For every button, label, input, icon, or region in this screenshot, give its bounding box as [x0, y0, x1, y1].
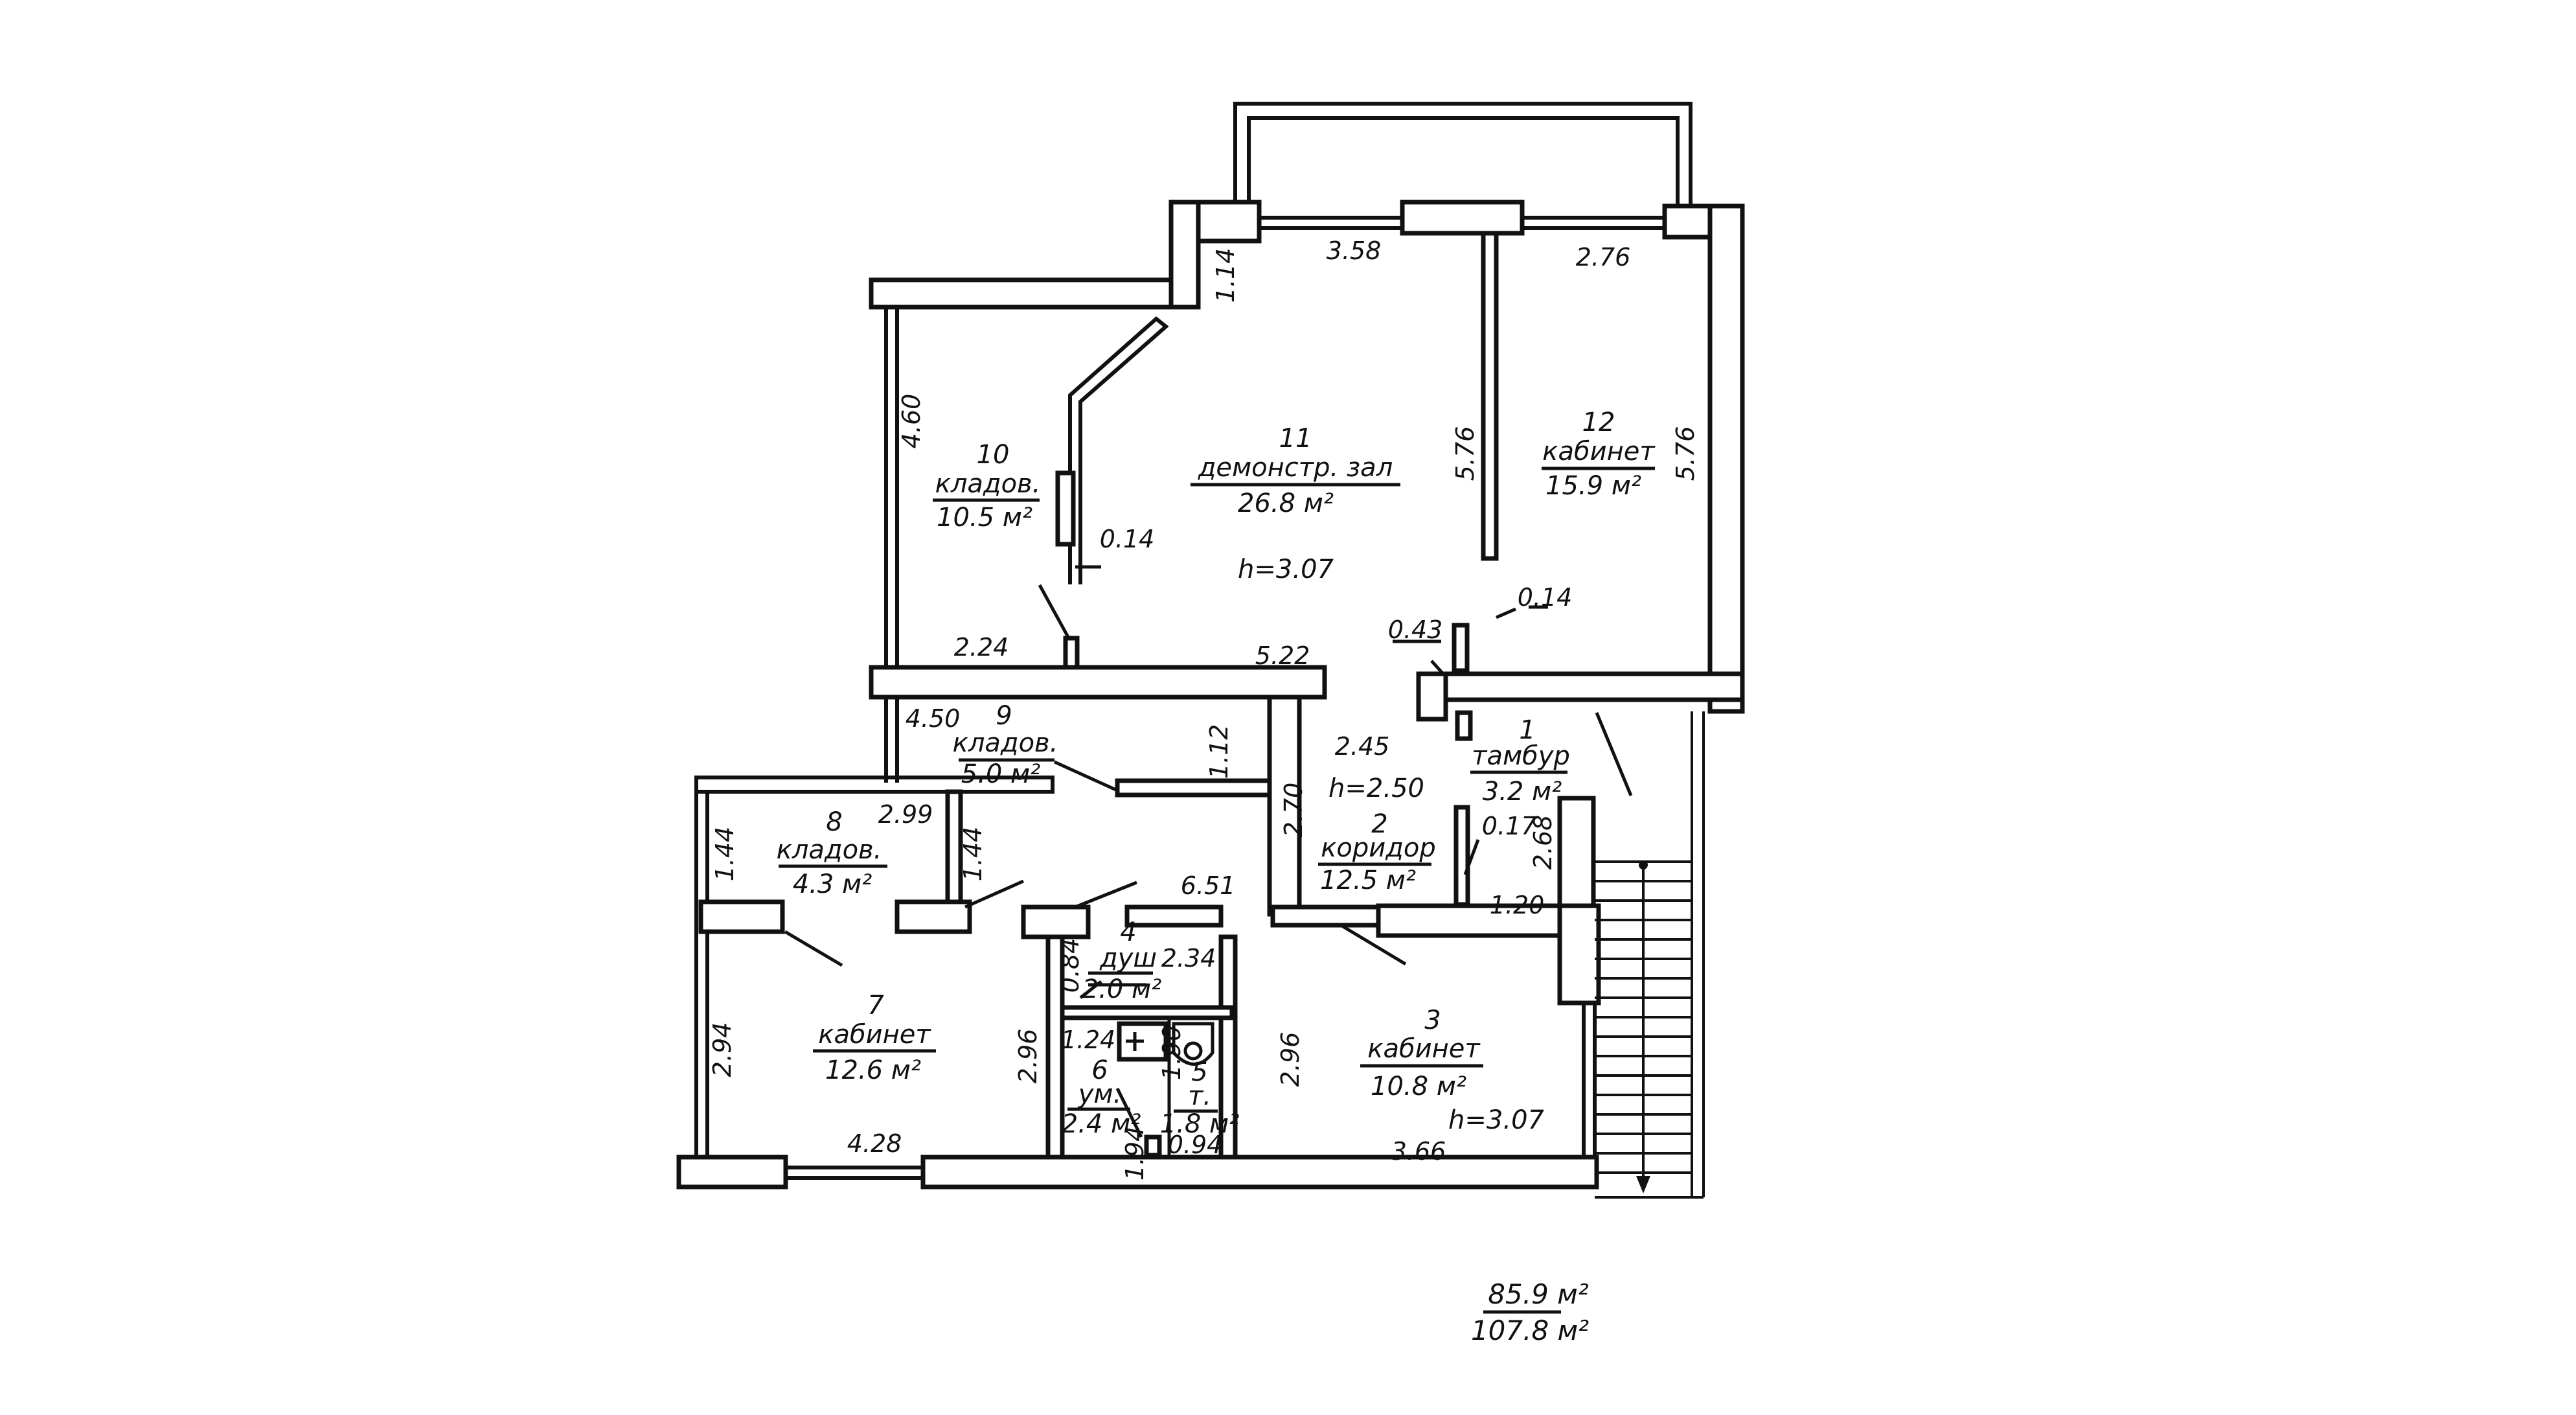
room-11-name: демонстр. зал — [1198, 453, 1393, 483]
dim-190: 1.90 — [1157, 1026, 1186, 1081]
room-9-area: 5.0 м² — [961, 759, 1041, 789]
room-6-area: 2.4 м² — [1062, 1109, 1141, 1139]
dim-358: 3.58 — [1327, 236, 1382, 265]
room-7-name: кабинет — [818, 1020, 931, 1050]
room-7-area: 12.6 м² — [825, 1055, 921, 1085]
dim-114: 1.14 — [1211, 248, 1240, 303]
staircase — [1595, 711, 1705, 1199]
dim-144a: 1.44 — [711, 827, 739, 882]
room-12-number: 12 — [1582, 408, 1615, 437]
dim-651: 6.51 — [1181, 871, 1236, 900]
dim-014a: 0.14 — [1100, 525, 1155, 553]
dim-017: 0.17 — [1482, 812, 1537, 840]
dim-245: 2.45 — [1335, 732, 1390, 761]
room-6-name: ум. — [1078, 1079, 1122, 1109]
room-6-number: 6 — [1091, 1055, 1108, 1085]
room-5-name: т. — [1188, 1081, 1211, 1111]
room-11-number: 11 — [1279, 424, 1312, 454]
dim-299: 2.99 — [878, 800, 933, 829]
dim-276: 2.76 — [1576, 243, 1631, 271]
dim-296a: 2.96 — [1014, 1029, 1042, 1084]
room-5-area: 1.8 м² — [1160, 1109, 1240, 1139]
dim-460: 4.60 — [897, 394, 926, 449]
dim-194: 1.94 — [1121, 1126, 1149, 1181]
dim-014b: 0.14 — [1518, 583, 1573, 612]
dim-043: 0.43 — [1388, 615, 1443, 644]
dim-576a: 5.76 — [1451, 426, 1479, 481]
room-3-height: h=3.07 — [1448, 1105, 1544, 1135]
room-1-area: 3.2 м² — [1483, 777, 1562, 807]
dim-522: 5.22 — [1255, 641, 1310, 670]
room-10-number: 10 — [977, 440, 1010, 470]
room-7-number: 7 — [867, 991, 884, 1020]
dim-224: 2.24 — [954, 633, 1009, 661]
room-10-area: 10.5 м² — [937, 503, 1032, 533]
room-8-area: 4.3 м² — [793, 869, 872, 899]
room-4-name: душ — [1099, 943, 1157, 973]
total-area: 107.8 м² — [1471, 1315, 1589, 1346]
dim-296b: 2.96 — [1276, 1032, 1305, 1087]
room-9-number: 9 — [996, 701, 1012, 731]
room-12-area: 15.9 м² — [1545, 471, 1641, 501]
room-12-name: кабинет — [1542, 437, 1656, 466]
dim-294: 2.94 — [708, 1022, 736, 1077]
room-labels: 11 демонстр. зал 26.8 м² h=3.07 12 кабин… — [777, 408, 1656, 1139]
area-totals: 85.9 м² 107.8 м² — [1471, 1278, 1589, 1346]
room-4-number: 4 — [1120, 917, 1136, 947]
room-2-name: коридор — [1321, 833, 1436, 863]
dim-144b: 1.44 — [959, 827, 987, 882]
room-2-number: 2 — [1371, 809, 1387, 839]
room-1-number: 1 — [1519, 715, 1535, 745]
dim-450: 4.50 — [906, 704, 961, 733]
room-10-name: кладов. — [935, 469, 1041, 499]
dim-428: 4.28 — [847, 1129, 902, 1158]
dim-120: 1.20 — [1490, 891, 1545, 919]
dim-094: 0.94 — [1168, 1131, 1223, 1159]
door-leaders — [784, 565, 1633, 1138]
dim-112: 1.12 — [1205, 724, 1233, 779]
room-8-name: кладов. — [777, 835, 882, 865]
room-4-area: 2.0 м² — [1082, 974, 1162, 1004]
room-5-number: 5 — [1191, 1057, 1207, 1087]
dim-576b: 5.76 — [1671, 426, 1700, 481]
room-8-number: 8 — [826, 807, 842, 837]
dim-124: 1.24 — [1061, 1026, 1116, 1054]
room-2-height: h=2.50 — [1328, 774, 1424, 803]
room-9-name: кладов. — [953, 728, 1058, 758]
room-2-area: 12.5 м² — [1320, 866, 1416, 895]
dim-234: 2.34 — [1161, 944, 1216, 972]
room-11-height: h=3.07 — [1238, 555, 1334, 584]
dim-366: 3.66 — [1391, 1137, 1446, 1166]
dim-270: 2.70 — [1279, 783, 1308, 838]
room-11-area: 26.8 м² — [1238, 489, 1334, 518]
dimensions: 3.58 2.76 1.14 4.60 5.76 5.76 0.14 0.14 … — [708, 236, 1700, 1180]
room-3-number: 3 — [1424, 1006, 1441, 1035]
dim-268: 2.68 — [1529, 815, 1557, 870]
room-3-name: кабинет — [1367, 1034, 1481, 1064]
dim-084: 0.84 — [1056, 938, 1084, 993]
room-1-name: тамбур — [1472, 741, 1570, 771]
total-living-area: 85.9 м² — [1488, 1278, 1589, 1310]
room-3-area: 10.8 м² — [1371, 1072, 1466, 1101]
